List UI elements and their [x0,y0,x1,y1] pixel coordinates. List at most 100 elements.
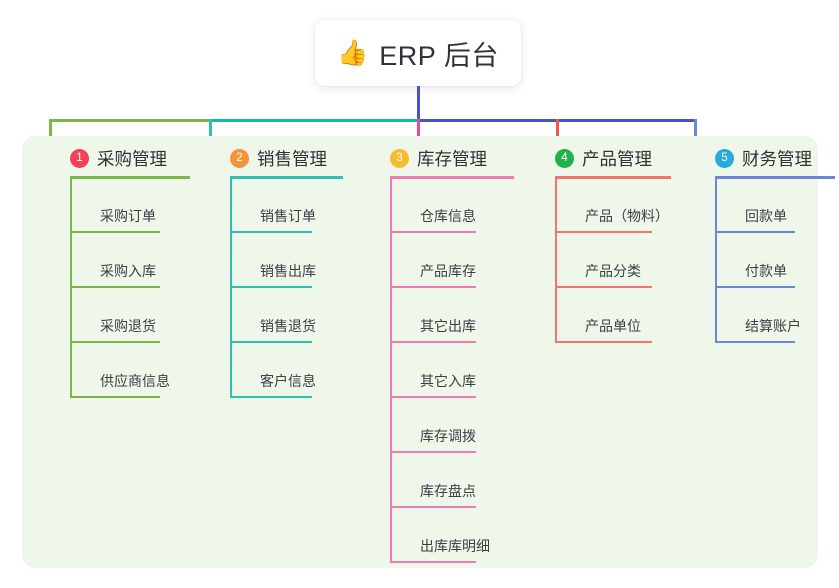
list-item[interactable]: 销售退货 [232,309,316,343]
column-header-2[interactable]: 2 销售管理 [230,146,327,171]
list-item[interactable]: 回款单 [717,199,795,233]
column-number-badge: 1 [70,149,89,168]
list-item-label: 库存调拨 [420,428,476,444]
list-item-underline [232,341,312,343]
column-库存管理: 3 库存管理仓库信息产品库存其它出库其它入库库存调拨库存盘点出库库明细 [372,136,532,568]
column-header-3[interactable]: 3 库存管理 [390,146,487,171]
list-item-label: 回款单 [745,208,787,224]
list-item-underline [72,231,160,233]
list-item-label: 销售订单 [260,208,316,224]
list-item[interactable]: 出库库明细 [392,529,490,563]
list-item[interactable]: 客户信息 [232,364,316,398]
list-item[interactable]: 产品（物料） [557,199,669,233]
bus-segment-teal [209,119,417,122]
list-item-underline [392,286,476,288]
list-item[interactable]: 产品库存 [392,254,476,288]
list-item-label: 付款单 [745,263,787,279]
column-销售管理: 2 销售管理销售订单销售出库销售退货客户信息 [212,136,367,568]
drop-column-2 [209,119,212,152]
column-title: 财务管理 [742,149,812,169]
column-number-badge: 2 [230,149,249,168]
list-item-label: 采购入库 [100,263,156,279]
list-item-underline [72,396,160,398]
column-header-underline [555,176,671,179]
list-item-label: 销售出库 [260,263,316,279]
list-item-underline [717,231,795,233]
list-item-label: 出库库明细 [420,538,490,554]
list-item[interactable]: 库存盘点 [392,474,476,508]
list-item-label: 其它出库 [420,318,476,334]
list-item-underline [392,341,476,343]
list-item[interactable]: 产品分类 [557,254,652,288]
list-item-underline [392,231,476,233]
column-header-1[interactable]: 1 采购管理 [70,146,167,171]
list-item[interactable]: 结算账户 [717,309,801,343]
list-item-underline [557,341,652,343]
list-item-underline [557,286,652,288]
root-node-content: 👍 ERP 后台 [337,34,499,73]
list-item[interactable]: 采购退货 [72,309,160,343]
column-header-underline [70,176,190,179]
column-title: 产品管理 [582,149,652,169]
list-item[interactable]: 采购入库 [72,254,160,288]
root-stem [417,86,420,122]
list-item[interactable]: 付款单 [717,254,795,288]
column-财务管理: 5 财务管理回款单付款单结算账户 [697,136,837,568]
column-number-badge: 3 [390,149,409,168]
list-item-underline [72,286,160,288]
column-spine [390,179,392,563]
column-产品管理: 4 产品管理产品（物料） 产品分类产品单位 [537,136,692,568]
list-item-underline [392,506,476,508]
list-item[interactable]: 其它入库 [392,364,476,398]
list-item-label: 产品分类 [585,263,641,279]
column-title: 库存管理 [417,149,487,169]
column-spine [555,179,557,343]
list-item-label: 仓库信息 [420,208,476,224]
list-item-label: 供应商信息 [100,373,170,389]
list-item[interactable]: 供应商信息 [72,364,170,398]
drop-column-4 [556,119,559,152]
bus-segment-green [49,119,209,122]
column-header-underline [230,176,343,179]
column-header-4[interactable]: 4 产品管理 [555,146,652,171]
drop-column-3 [417,119,420,152]
root-node-title: ERP 后台 [379,40,499,71]
column-spine [230,179,232,398]
list-item[interactable]: 仓库信息 [392,199,476,233]
list-item-label: 采购退货 [100,318,156,334]
list-item[interactable]: 其它出库 [392,309,476,343]
column-采购管理: 1 采购管理采购订单采购入库采购退货供应商信息 [52,136,207,568]
list-item-underline [717,341,795,343]
column-title: 销售管理 [257,149,327,169]
list-item-underline [232,231,312,233]
column-title: 采购管理 [97,149,167,169]
list-item[interactable]: 采购订单 [72,199,160,233]
list-item-label: 产品（物料） [585,208,669,224]
list-item-label: 其它入库 [420,373,476,389]
column-header-underline [715,176,835,179]
list-item-underline [392,396,476,398]
list-item-label: 客户信息 [260,373,316,389]
list-item-underline [557,231,652,233]
list-item[interactable]: 销售出库 [232,254,316,288]
list-item-underline [72,341,160,343]
list-item-underline [232,396,312,398]
list-item[interactable]: 销售订单 [232,199,316,233]
list-item-label: 产品单位 [585,318,641,334]
list-item-underline [392,561,476,563]
list-item-underline [232,286,312,288]
list-item[interactable]: 库存调拨 [392,419,476,453]
root-node-card[interactable]: 👍 ERP 后台 [315,20,521,86]
list-item-underline [392,451,476,453]
list-item[interactable]: 产品单位 [557,309,652,343]
column-header-underline [390,176,514,179]
thumbs-up-icon: 👍 [337,38,369,67]
list-item-label: 销售退货 [260,318,316,334]
drop-column-5 [694,119,697,152]
column-header-5[interactable]: 5 财务管理 [715,146,812,171]
mindmap-panel: 1 采购管理采购订单采购入库采购退货供应商信息 2 销售管理销售订单销售出库销售退货客… [22,136,835,568]
list-item-label: 库存盘点 [420,483,476,499]
list-item-label: 结算账户 [745,318,801,334]
column-number-badge: 5 [715,149,734,168]
column-number-badge: 4 [555,149,574,168]
